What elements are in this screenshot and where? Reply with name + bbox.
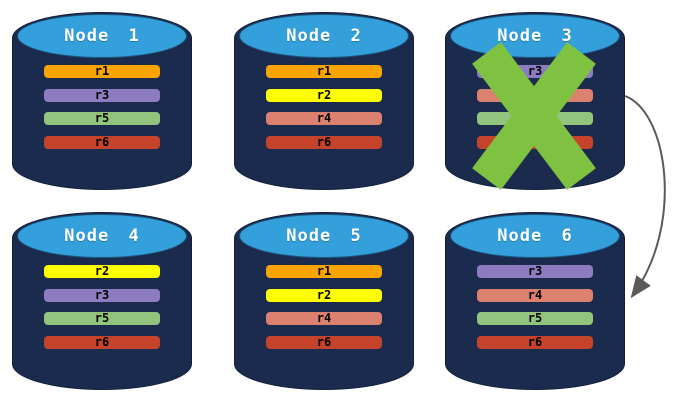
failover-arrow-path xyxy=(624,95,666,299)
replica-bar: r4 xyxy=(266,312,382,325)
replica-bar: r6 xyxy=(266,334,382,349)
replica-bar: r1 xyxy=(266,65,382,78)
replica-bar xyxy=(477,112,593,125)
replica-label: r6 xyxy=(94,134,110,149)
node-title: Node 6 xyxy=(497,226,573,246)
replica-bar: r5 xyxy=(44,312,160,325)
replica-label: r5 xyxy=(527,311,543,325)
replica-bar: r5 xyxy=(44,112,160,125)
replica-label: r6 xyxy=(527,334,543,349)
replica-bar: r6 xyxy=(44,334,160,349)
replica-label: r4 xyxy=(527,287,543,302)
node-title: Node 4 xyxy=(64,226,140,246)
replica-bar: r3 xyxy=(477,65,593,78)
replica-bar: r6 xyxy=(477,334,593,349)
db-node: Node 4 r2 r3 r5 r6 xyxy=(12,212,192,390)
replica-bar: r4 xyxy=(266,112,382,125)
replica-bars: r1 r2 r4 r6 xyxy=(234,212,414,390)
db-node: Node 6 r3 r4 r5 r6 xyxy=(445,212,625,390)
replica-bars: r1 r2 r4 r6 xyxy=(234,12,414,190)
replica-bar: r3 xyxy=(477,265,593,278)
replica-bars: r3 r4 r5 r6 xyxy=(445,212,625,390)
replica-bar xyxy=(477,88,593,102)
replica-label: r2 xyxy=(316,287,332,302)
cylinder-top: Node 2 xyxy=(239,14,409,58)
replica-bar: r3 xyxy=(44,287,160,302)
replica-label: r5 xyxy=(94,311,110,325)
node-title: Node 2 xyxy=(286,26,362,46)
replica-label: r2 xyxy=(316,87,332,102)
replica-label: r4 xyxy=(316,311,332,325)
replica-bars: r1 r3 r5 r6 xyxy=(12,12,192,190)
replica-label: r3 xyxy=(94,87,110,102)
cylinder-top: Node 4 xyxy=(17,214,187,258)
replica-label: r1 xyxy=(316,64,332,78)
replica-bar xyxy=(477,135,593,149)
replica-bar: r2 xyxy=(266,287,382,302)
replica-bar: r3 xyxy=(44,87,160,102)
replica-label: r3 xyxy=(527,64,543,78)
replica-bar: r1 xyxy=(266,265,382,278)
replica-label: r6 xyxy=(316,334,332,349)
replica-label: r6 xyxy=(316,134,332,149)
cylinder-top: Node 1 xyxy=(17,14,187,58)
replica-label: r4 xyxy=(316,111,332,125)
replica-bar: r6 xyxy=(44,134,160,149)
replica-bars: r2 r3 r5 r6 xyxy=(12,212,192,390)
replica-bar: r5 xyxy=(477,312,593,325)
replica-bars: r3 xyxy=(445,12,625,190)
replica-label: r5 xyxy=(94,111,110,125)
db-node: Node 5 r1 r2 r4 r6 xyxy=(234,212,414,390)
replica-bar: r2 xyxy=(44,265,160,278)
replica-bar: r2 xyxy=(266,87,382,102)
replica-label: r6 xyxy=(94,334,110,349)
replica-label: r3 xyxy=(94,287,110,302)
replica-label: r3 xyxy=(527,264,543,278)
replica-label: r1 xyxy=(94,64,110,78)
node-title: Node 3 xyxy=(497,26,573,46)
db-node: Node 2 r1 r2 r4 r6 xyxy=(234,12,414,190)
replica-label: r2 xyxy=(94,264,110,278)
cylinder-top: Node 5 xyxy=(239,214,409,258)
db-node: Node 1 r1 r3 r5 r6 xyxy=(12,12,192,190)
replica-bar: r6 xyxy=(266,134,382,149)
replica-bar: r1 xyxy=(44,65,160,78)
replica-label: r1 xyxy=(316,264,332,278)
replica-bar: r4 xyxy=(477,287,593,302)
node-title: Node 5 xyxy=(286,226,362,246)
cylinder-top: Node 6 xyxy=(450,214,620,258)
node-title: Node 1 xyxy=(64,26,140,46)
db-node: Node 3 r3 xyxy=(445,12,625,190)
